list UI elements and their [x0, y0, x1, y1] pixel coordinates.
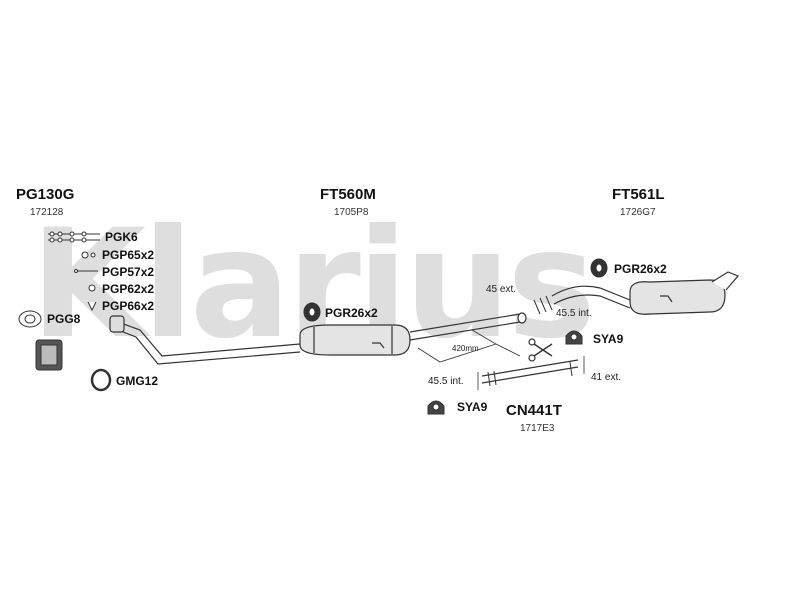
dim-41-ext: 41 ext. [591, 372, 622, 383]
rear-pipe-inner [553, 294, 631, 309]
ring-icon [90, 368, 112, 392]
mid-pipe [409, 313, 521, 333]
part-code-cn441t: 1717E3 [520, 423, 555, 434]
center-silencer [299, 324, 411, 356]
label-gmg12: GMG12 [116, 374, 159, 388]
rubber-ring-center-icon [303, 302, 321, 322]
part-code-ft561l: 1726G7 [620, 207, 656, 218]
part-number-ft561l: FT561L [612, 186, 665, 203]
label-pgp57: PGP57x2 [102, 265, 155, 279]
center-silencer-band [313, 326, 393, 354]
label-pgp62: PGP62x2 [102, 282, 155, 296]
rear-tailpipe [711, 271, 740, 291]
connector-pipe-inner [481, 366, 579, 384]
label-pgk6: PGK6 [105, 230, 138, 244]
scissors-icon [533, 343, 553, 357]
spring-icon [87, 301, 97, 312]
label-sya9-bottom: SYA9 [457, 400, 488, 414]
dim-45-ext: 45 ext. [486, 284, 517, 295]
washer-icon [88, 284, 96, 292]
label-pgp66: PGP66x2 [102, 299, 155, 313]
label-pgg8: PGG8 [47, 312, 81, 326]
label-pgp65: PGP65x2 [102, 248, 155, 262]
label-pgr26-center: PGR26x2 [325, 306, 378, 320]
front-flange [109, 315, 125, 333]
rubber-mount-icon [35, 339, 63, 371]
bolt-kit-icon [48, 231, 100, 243]
hanger-right-icon [565, 330, 583, 345]
connector-measure [477, 356, 585, 390]
part-number-pg130g: PG130G [16, 186, 75, 203]
rear-silencer [629, 279, 726, 315]
part-code-pg130g: 172128 [30, 207, 64, 218]
hanger-bottom-icon [427, 400, 445, 415]
center-hanger [372, 342, 385, 349]
mid-pipe-end [517, 312, 527, 324]
connector-pipe [481, 359, 579, 377]
label-pgr26-right: PGR26x2 [614, 262, 667, 276]
dim-45-5-int-top: 45.5 int. [556, 308, 592, 319]
clamp-marks-top [533, 295, 553, 315]
bolt-icon [74, 269, 98, 273]
dim-420mm: 420mm [452, 344, 479, 353]
mid-pipe-inner [409, 321, 521, 341]
measure-420 [417, 329, 497, 363]
dim-45-5-int-bottom: 45.5 int. [428, 376, 464, 387]
part-number-ft560m: FT560M [320, 186, 376, 203]
measure-420-lead [495, 343, 521, 357]
front-pipe [117, 321, 301, 357]
gasket-icon [18, 310, 42, 328]
nut-icon [81, 251, 96, 259]
rear-pipe [551, 285, 631, 301]
part-code-ft560m: 1705P8 [334, 207, 369, 218]
connector-clamps [487, 361, 573, 387]
rubber-ring-right-icon [590, 258, 608, 278]
part-number-cn441t: CN441T [506, 402, 562, 419]
front-pipe-inner [117, 329, 301, 365]
label-sya9-right: SYA9 [593, 332, 624, 346]
rear-hanger [660, 295, 673, 303]
